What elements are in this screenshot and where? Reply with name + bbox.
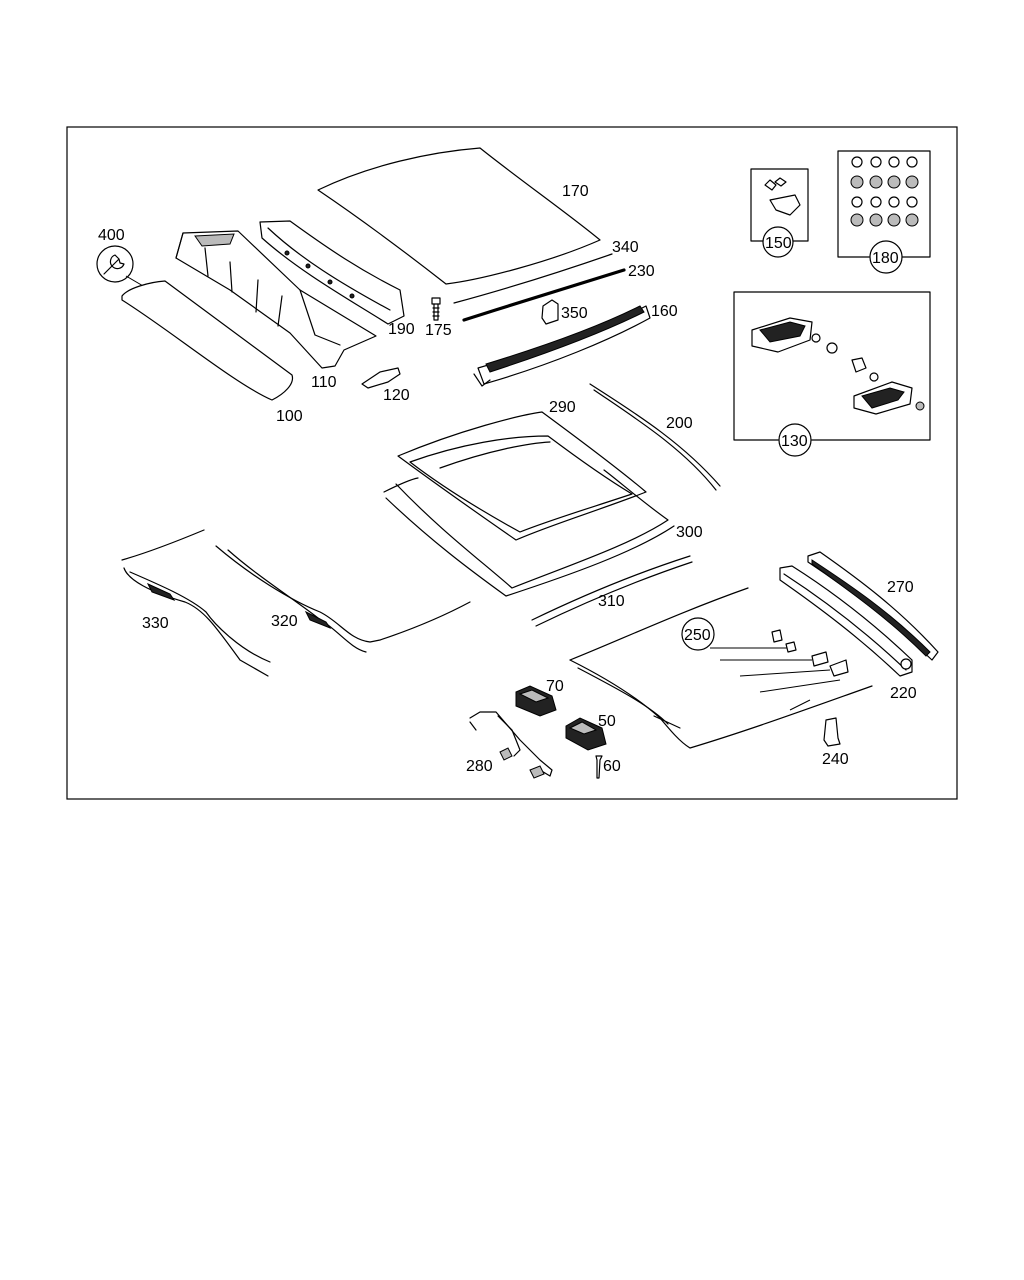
label-250: 250 [684,627,711,644]
label-290: 290 [549,399,576,416]
module-240 [823,717,841,747]
side-rail-270 [807,551,939,661]
roof-skin-250 [569,587,873,749]
callout-circle-180 [869,240,903,274]
diagram-frame [66,126,958,800]
label-340: 340 [612,239,639,256]
label-220: 220 [890,685,917,702]
label-70: 70 [546,678,564,695]
label-400: 400 [98,227,125,244]
label-280: 280 [466,758,493,775]
front-frame-part [175,230,377,369]
frame-seal-300 [383,469,675,597]
label-110: 110 [311,374,337,391]
wiring-harness-280 [469,711,553,779]
callout-circle-250 [681,617,715,651]
label-175: 175 [425,322,452,339]
rear-rail-part [473,305,651,387]
screw-60 [595,755,603,779]
drive-cable-320 [215,545,471,653]
seal-strip-340 [453,253,613,304]
label-330: 330 [142,615,169,632]
parts-kit-180 [837,150,931,258]
drive-cable-330 [121,529,271,677]
glass-panel [317,147,601,285]
guide-rail-220 [779,565,913,677]
parts-kit-150 [750,168,809,242]
parts-kit-130 [733,291,931,441]
label-350: 350 [561,305,588,322]
clip-part [541,299,559,325]
label-60: 60 [603,758,621,775]
seal-strip-200 [589,383,721,491]
roof-liner-panel [121,280,294,401]
seal-strip-230 [462,268,626,322]
bracket-part [361,367,401,389]
bolt-part [431,297,441,321]
label-190: 190 [388,321,415,338]
fastener-group-250 [710,629,849,711]
label-130: 130 [781,433,808,450]
label-310: 310 [598,593,625,610]
label-150: 150 [765,235,792,252]
callout-circle-130 [778,423,812,457]
label-200: 200 [666,415,693,432]
motor-50 [565,717,607,751]
frame-seal-290 [397,411,647,541]
label-170: 170 [562,183,589,200]
label-300: 300 [676,524,703,541]
label-180: 180 [872,250,899,267]
label-120: 120 [383,387,410,404]
label-320: 320 [271,613,298,630]
frame-rail-part [259,220,405,325]
seal-strip-310 [531,555,693,627]
callout-circle-150 [762,226,794,258]
label-100: 100 [276,408,303,425]
label-160: 160 [651,303,678,320]
wrench-icon [96,245,134,283]
label-240: 240 [822,751,849,768]
motor-70 [515,685,557,717]
label-230: 230 [628,263,655,280]
label-50: 50 [598,713,616,730]
label-270: 270 [887,579,914,596]
